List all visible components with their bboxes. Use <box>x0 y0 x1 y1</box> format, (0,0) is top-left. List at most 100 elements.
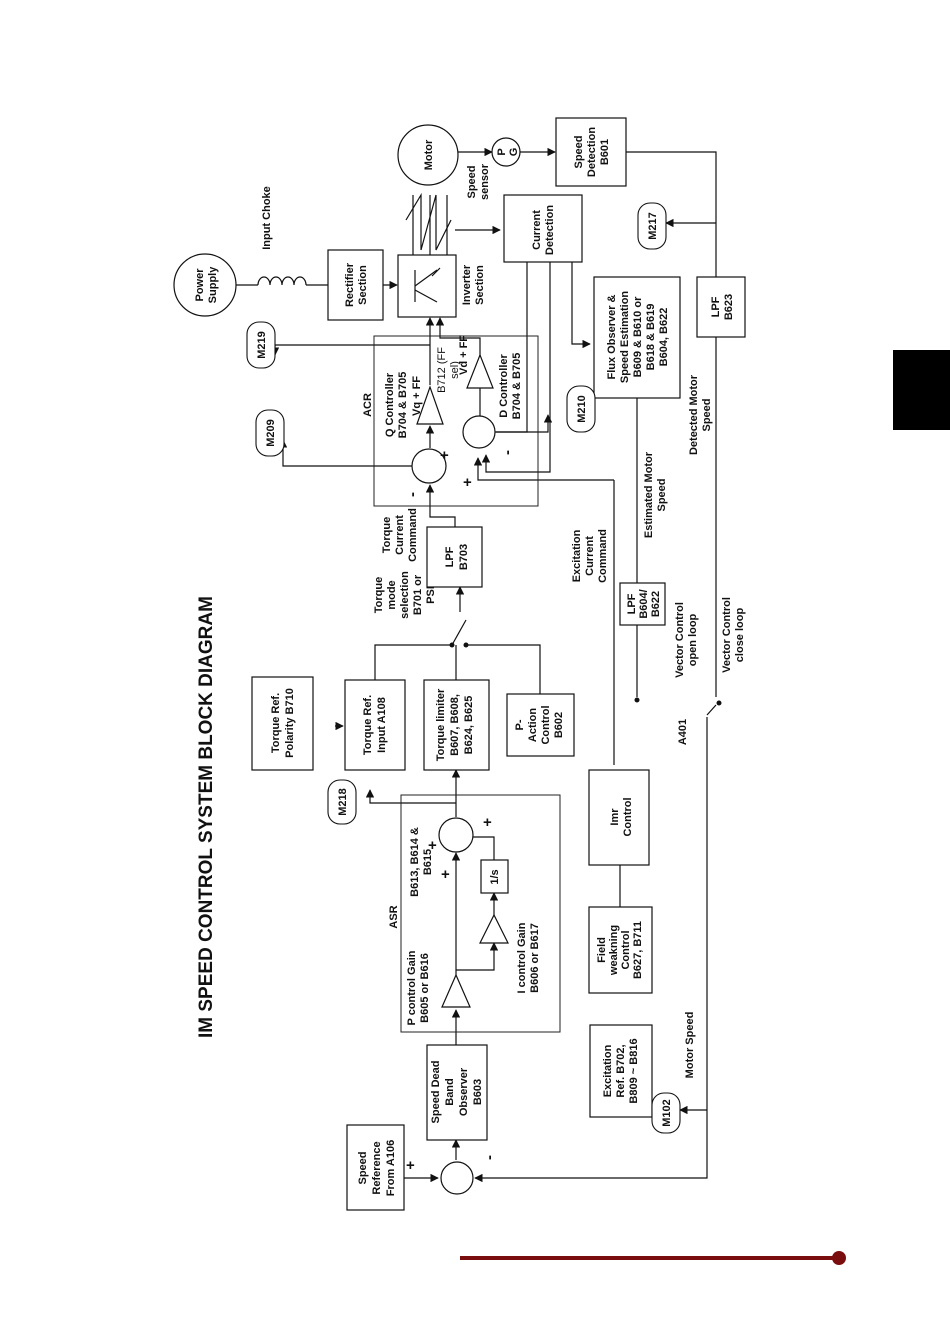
speed-sensor-label: Speedsensor <box>466 163 491 200</box>
a401-label: A401 <box>677 719 689 745</box>
excitation-ref-block <box>589 1024 653 1118</box>
accent-bar-dot <box>832 1251 846 1265</box>
m210-label: M210 <box>576 395 588 423</box>
motor-label: Motor <box>423 139 435 170</box>
torque-ref-polarity-block <box>251 676 314 771</box>
torque-mode-selection-label: TorquemodeselectionB701 orPSI <box>373 571 437 619</box>
field-weakning-label: FieldweakningControlB627, B711 <box>596 921 644 979</box>
q-controller-amplifier <box>416 385 444 425</box>
pg-circle <box>491 137 521 167</box>
inverter-block <box>397 254 457 318</box>
acr-region <box>373 335 539 507</box>
asr-region <box>400 794 561 1033</box>
current-detection-block <box>503 194 583 263</box>
asr-label: ASR <box>388 905 400 928</box>
a401-switch-dot-a <box>634 697 640 703</box>
vector-control-open-label: Vector Controlopen loop <box>674 602 699 678</box>
d-minus-sign: - <box>499 450 516 455</box>
m209-monitor <box>255 409 285 457</box>
vd-ff-label: Vd + FF <box>458 335 470 375</box>
m209-label: M209 <box>265 419 277 447</box>
speed-reference-block <box>346 1124 405 1211</box>
speed-error-summer <box>440 1161 474 1195</box>
flux-observer-label: Flux Observer &Speed EstimationB609 & B6… <box>606 291 670 384</box>
m217-label: M217 <box>647 212 659 240</box>
asr-plus-c-sign: + <box>483 814 492 831</box>
rectifier-label: RectifierSection <box>344 262 369 307</box>
lpf-b703-block <box>426 526 483 588</box>
motor-phase-wires <box>405 192 452 251</box>
p-gain-label: P control GainB605 or B616 <box>406 950 431 1025</box>
side-tab <box>893 350 950 430</box>
pg-label: PG <box>496 148 520 157</box>
d-controller-amplifier <box>466 353 494 389</box>
motor-speed-label: Motor Speed <box>684 1012 696 1079</box>
vq-ff-label: Vq + FF <box>411 376 423 416</box>
i-gain-amplifier <box>479 913 509 944</box>
m218-label: M218 <box>337 788 349 816</box>
q-plus-sign: + <box>440 447 449 464</box>
vector-control-close-label: Vector Controlclose loop <box>721 597 746 673</box>
motor-circle <box>397 124 459 186</box>
imr-control-label: ImrControl <box>609 797 634 836</box>
m217-monitor <box>637 202 667 250</box>
integrator-label: 1/s <box>489 869 501 884</box>
inverter-label: InverterSection <box>461 264 486 305</box>
acr-label: ACR <box>362 393 374 417</box>
d-controller-label: D ControllerB704 & B705 <box>498 353 523 420</box>
asr-sum-params-label: B613, B614 &B615 <box>409 827 434 897</box>
main-minus-sign: - <box>481 1155 498 1160</box>
p-action-label: P-ActionControlB602 <box>514 705 565 744</box>
current-detection-label: CurrentDetection <box>531 205 556 255</box>
main-plus-sign: + <box>406 1157 415 1174</box>
asr-plus-b-sign: + <box>441 866 450 883</box>
flux-observer-block <box>593 276 681 399</box>
excitation-current-command-label: ExcitationCurrentCommand <box>571 529 609 583</box>
torque-mode-switch-dot-b <box>463 642 469 648</box>
field-weakning-block <box>588 906 653 994</box>
excitation-ref-label: ExcitationRef. B702,B809 ~ B816 <box>602 1038 640 1103</box>
estimated-motor-speed-label: Estimated MotorSpeed <box>643 451 668 538</box>
m219-label: M219 <box>256 331 268 359</box>
detected-motor-speed-label: Detected MotorSpeed <box>688 374 713 455</box>
asr-plus-a-sign: + <box>428 837 437 854</box>
torque-current-command-label: TorqueCurrentCommand <box>381 508 419 562</box>
torque-ref-polarity-label: Torque Ref.Polarity B710 <box>270 688 296 758</box>
lpf-b604-label: LPFB604/B622 <box>626 589 662 618</box>
m219-monitor <box>246 321 276 369</box>
p-gain-amplifier <box>441 973 471 1008</box>
lpf-b623-label: LPFB623 <box>710 294 735 320</box>
asr-summer <box>438 817 474 853</box>
m102-label: M102 <box>661 1099 673 1127</box>
torque-limiter-block <box>423 679 490 771</box>
torque-ref-input-block <box>344 679 406 771</box>
q-minus-sign: - <box>404 492 421 497</box>
input-choke-label: Input Choke <box>261 186 273 250</box>
speed-detection-block <box>555 117 627 187</box>
lpf-b623-block <box>696 276 746 338</box>
torque-mode-switch-dot-a <box>449 642 455 648</box>
m218-monitor <box>327 779 357 825</box>
q-summer <box>411 448 447 484</box>
a401-switch-dot-b <box>716 700 722 706</box>
igbt-symbol-icon <box>414 267 441 303</box>
integrator-block <box>480 859 509 894</box>
speed-detection-label: SpeedDetectionB601 <box>573 127 611 177</box>
i-gain-label: I control GainB606 or B617 <box>516 922 541 993</box>
lpf-b604-block <box>619 582 666 626</box>
p-action-block <box>506 693 575 757</box>
imr-control-block <box>588 769 650 866</box>
q-controller-label: Q ControllerB704 & B705 <box>384 372 409 439</box>
diagram-title: IM SPEED CONTROL SYSTEM BLOCK DIAGRAM <box>196 596 217 1038</box>
m210-monitor <box>566 385 596 433</box>
b712-label: B712 (FFsel) <box>436 347 461 393</box>
speed-dead-band-block <box>426 1044 488 1141</box>
d-plus-sign: + <box>463 474 472 491</box>
d-summer <box>462 415 496 449</box>
input-choke-coil <box>257 276 307 286</box>
rectifier-block <box>327 249 384 321</box>
